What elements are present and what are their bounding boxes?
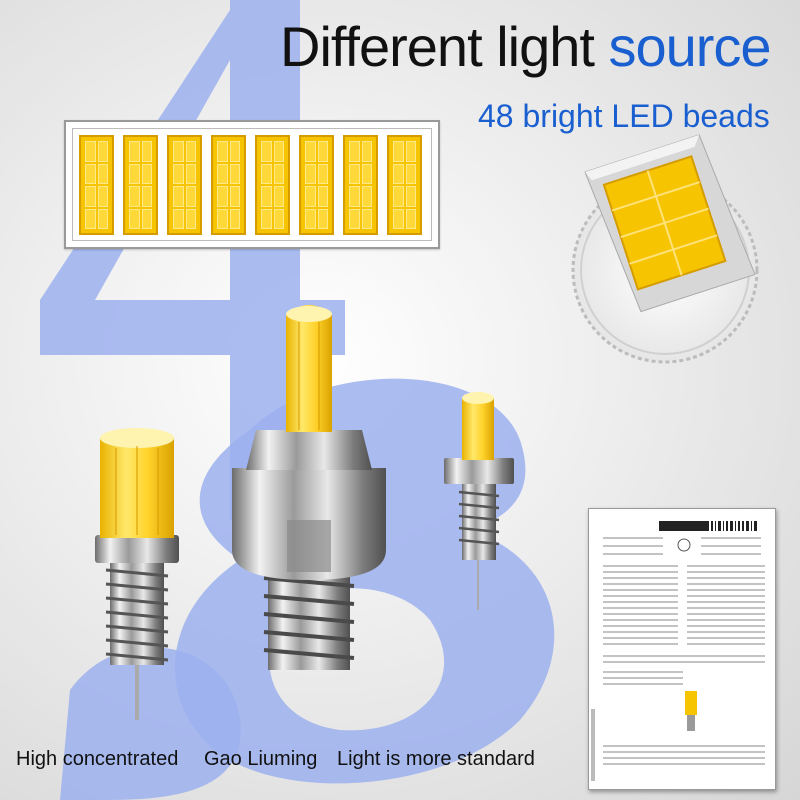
bulb-right <box>444 392 514 610</box>
led-chip <box>211 135 246 235</box>
subtitle: 48 bright LED beads <box>478 98 770 134</box>
bulb-left <box>95 428 179 720</box>
caption-left: High concentrated <box>16 748 179 770</box>
bulb-middle <box>232 305 386 670</box>
led-chip <box>167 135 202 235</box>
title-accent-text: source <box>608 15 771 78</box>
led-chip <box>387 135 422 235</box>
numeral-8-lower-loop <box>60 647 241 800</box>
led-chip <box>123 135 158 235</box>
led-bead-strip-inner <box>72 128 432 241</box>
caption-middle: Gao Liuming <box>204 748 318 770</box>
page-title: Different light source <box>280 14 772 79</box>
caption-right: Light is more standard <box>337 748 535 770</box>
title-main-text: Different light <box>280 15 595 78</box>
patent-document-content <box>591 521 765 781</box>
magnified-chip <box>584 134 756 313</box>
led-chip <box>299 135 334 235</box>
led-chip <box>343 135 378 235</box>
led-chip <box>255 135 290 235</box>
led-bead-strip <box>64 120 440 249</box>
patent-document <box>588 508 776 790</box>
led-chip <box>79 135 114 235</box>
